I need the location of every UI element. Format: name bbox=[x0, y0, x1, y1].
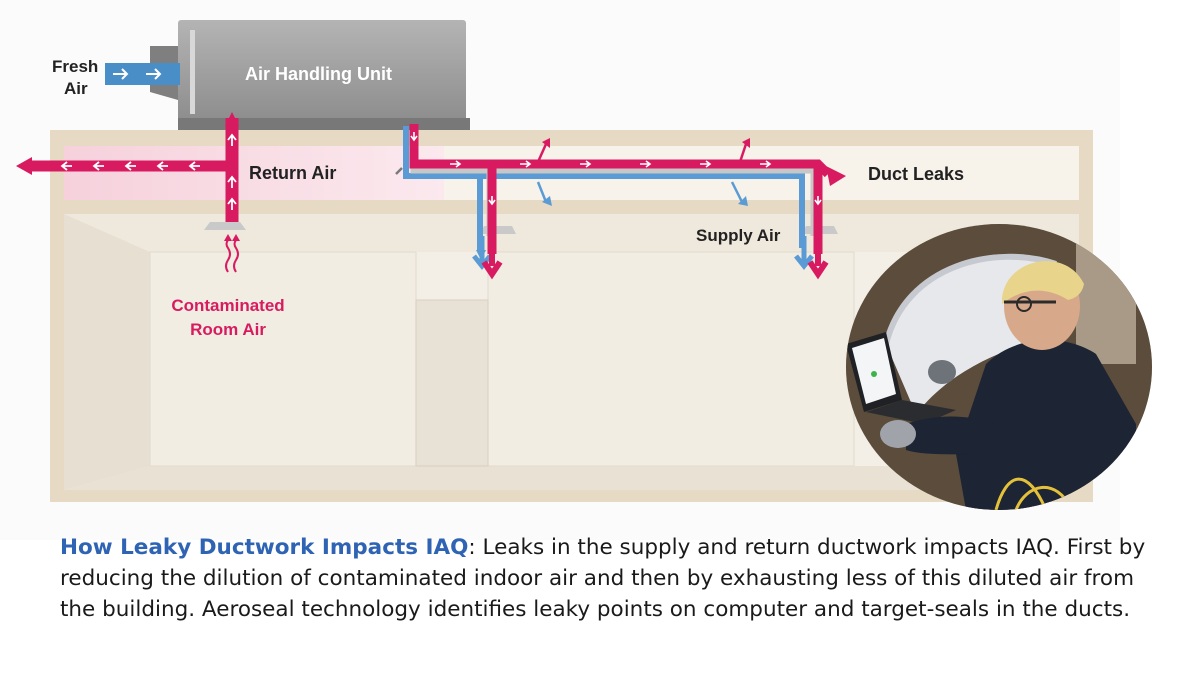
supply-flow-arrows bbox=[410, 132, 822, 206]
supply-duct-pink bbox=[409, 124, 832, 254]
wall-panel-left bbox=[149, 251, 417, 467]
caption-heading: How Leaky Ductwork Impacts IAQ bbox=[60, 535, 469, 560]
ahu-body bbox=[178, 20, 466, 124]
leak-arrows bbox=[395, 138, 750, 206]
ahu-label: Air Handling Unit bbox=[245, 64, 392, 84]
return-duct bbox=[16, 112, 239, 222]
caption-body: : Leaks in the supply and return ductwor… bbox=[60, 535, 1146, 622]
wall-panel-right bbox=[487, 251, 855, 467]
fresh-air-arrow bbox=[105, 63, 180, 85]
contaminated-label-1: Contaminated bbox=[171, 296, 284, 315]
door bbox=[415, 299, 489, 467]
room-floor bbox=[64, 466, 1079, 490]
supply-down-arrows bbox=[481, 246, 829, 280]
supply-duct-blue-ends bbox=[472, 236, 814, 271]
ahu-base bbox=[178, 118, 470, 130]
supply-grille-1 bbox=[480, 226, 516, 234]
supply-air-label: Supply Air bbox=[696, 226, 781, 245]
fresh-air-label-1: Fresh bbox=[52, 57, 98, 76]
ahu-filter-line bbox=[190, 30, 195, 114]
room-left-wall bbox=[64, 214, 150, 490]
fresh-air-label-2: Air bbox=[64, 79, 88, 98]
duct-leaks-label: Duct Leaks bbox=[868, 164, 964, 184]
return-air-label: Return Air bbox=[249, 163, 336, 183]
contaminated-label-2: Room Air bbox=[190, 320, 266, 339]
wavy-arrows-icon bbox=[224, 234, 240, 273]
caption: How Leaky Ductwork Impacts IAQ: Leaks in… bbox=[60, 532, 1150, 625]
technician-photo bbox=[846, 224, 1152, 510]
duct-leak-arrowhead bbox=[826, 166, 846, 186]
return-grille bbox=[204, 222, 246, 230]
return-plenum-glow bbox=[64, 146, 444, 200]
air-handling-unit bbox=[150, 20, 470, 130]
